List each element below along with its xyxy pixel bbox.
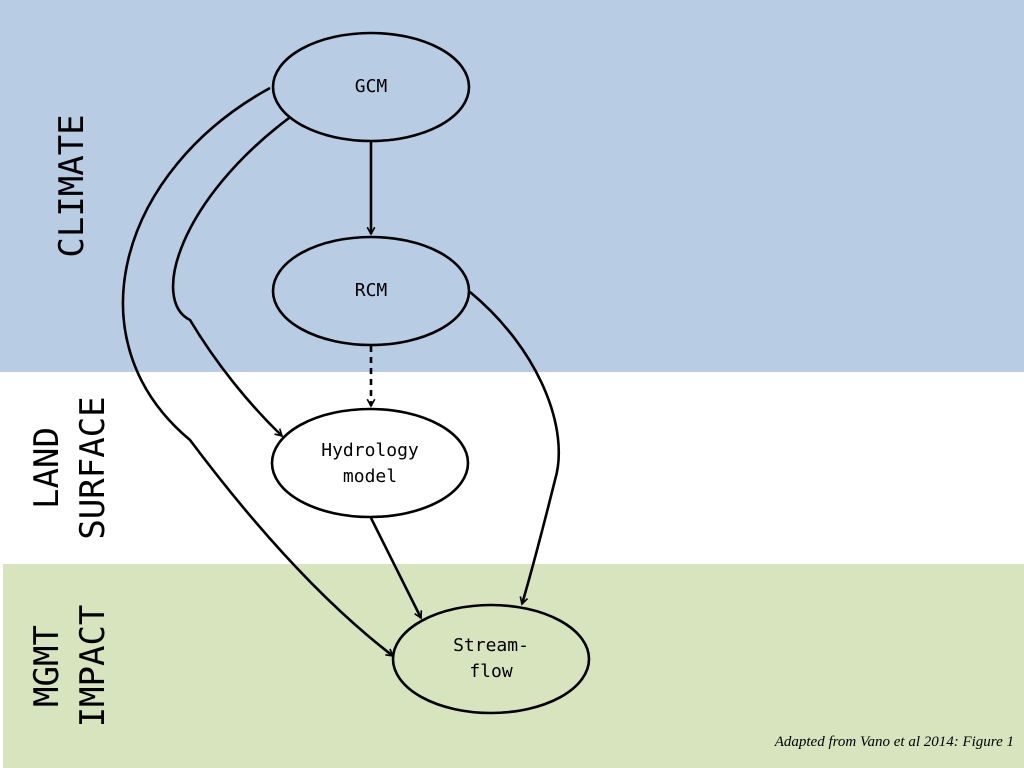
edge-gcm-to-hydrology	[171, 116, 290, 436]
rcm-node	[271, 235, 471, 347]
edge-hydrology-to-streamflow	[369, 517, 423, 618]
gcm-label: GCM	[354, 76, 388, 97]
source-caption: Adapted from Vano et al 2014: Figure 1	[774, 734, 1014, 750]
hydrology-model-node	[270, 407, 470, 519]
hydrology-line1: Hydrology	[321, 440, 419, 461]
rcm-label: RCM	[354, 280, 388, 301]
hydrology-model-label: Hydrology model	[321, 438, 419, 490]
hydrology-line2: model	[342, 466, 398, 487]
gcm-node	[271, 31, 471, 143]
streamflow-label: Stream- flow	[453, 633, 529, 685]
edge-rcm-to-streamflow	[469, 290, 561, 604]
edge-gcm-to-streamflow	[121, 86, 393, 656]
streamflow-line2: flow	[469, 661, 513, 682]
streamflow-node	[391, 603, 591, 715]
climate-band	[0, 0, 1024, 372]
land-surface-band	[0, 372, 1024, 564]
streamflow-line1: Stream-	[453, 635, 529, 656]
